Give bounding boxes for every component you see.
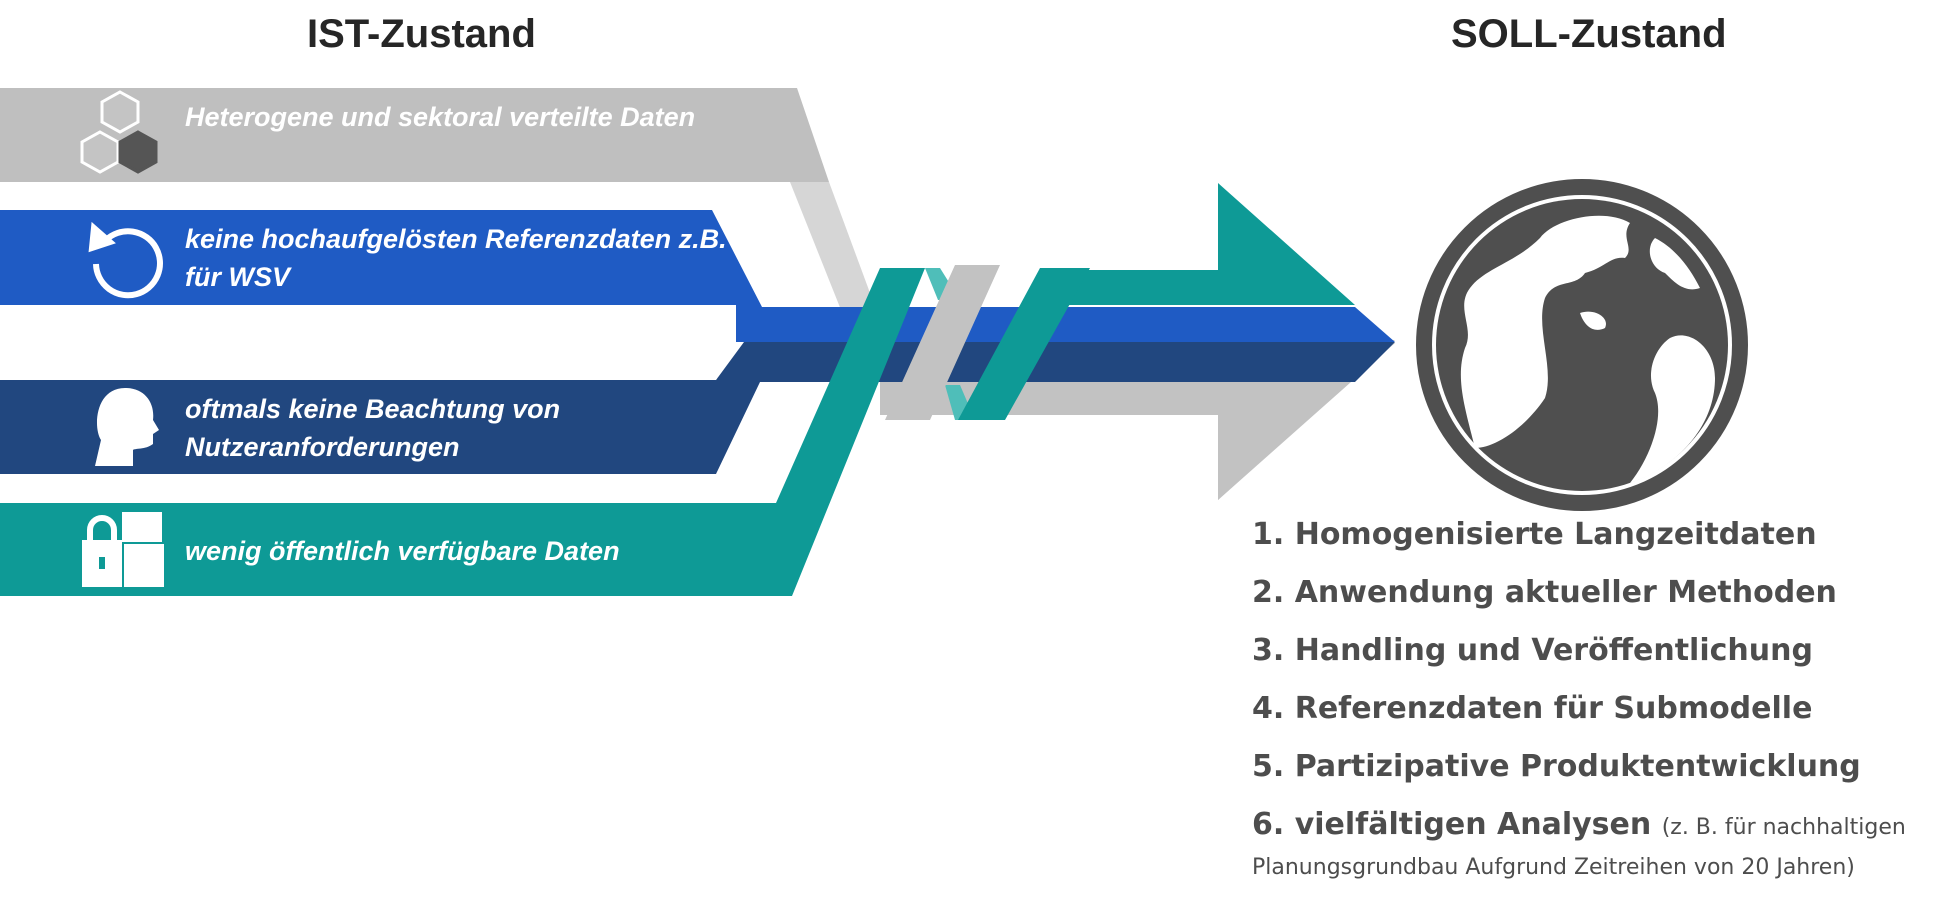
band-heterogene	[0, 88, 829, 182]
soll-heading: SOLL-Zustand	[1451, 12, 1727, 56]
ist-heading: IST-Zustand	[307, 12, 536, 56]
goal-note-continued: Planungsgrundbau Aufgrund Zeitreihen von…	[1252, 855, 1855, 880]
goal-note: (z. B. für nachhaltigen	[1661, 815, 1906, 840]
connector-gray	[790, 182, 880, 320]
band-oeffentlich	[0, 268, 925, 596]
band-label-referenzdaten: keine hochaufgelösten Referenzdaten z.B.…	[185, 224, 727, 292]
globe-icon	[1416, 179, 1748, 511]
goal-item: 1. Homogenisierte Langzeitdaten	[1252, 517, 1817, 552]
gap-white	[0, 305, 736, 380]
weave-gray	[885, 265, 1000, 420]
band-label-oeffentlich: wenig öffentlich verfügbare Daten	[185, 536, 620, 566]
lock-box-icon	[82, 512, 164, 587]
refresh-icon	[88, 221, 163, 299]
band-label-heterogene: Heterogene und sektoral verteilte Daten	[185, 102, 696, 132]
band-label-nutzer: oftmals keine Beachtung von Nutzeranford…	[185, 394, 561, 462]
band-nutzer	[0, 342, 1395, 474]
head-profile-icon	[95, 388, 159, 466]
big-arrow-teal	[1050, 183, 1355, 305]
weave-teal	[958, 268, 1090, 420]
goal-item: 6. vielfältigen Analysen (z. B. für nach…	[1252, 805, 1942, 888]
goal-item: 4. Referenzdaten für Submodelle	[1252, 691, 1813, 726]
goal-item: 5. Partizipative Produktentwicklung	[1252, 749, 1861, 784]
goal-item: 2. Anwendung aktueller Methoden	[1252, 575, 1837, 610]
goal-list: 1. Homogenisierte Langzeitdaten 2. Anwen…	[1252, 515, 1942, 888]
goal-item: 3. Handling und Veröffentlichung	[1252, 633, 1813, 668]
cubes-icon	[80, 90, 158, 174]
